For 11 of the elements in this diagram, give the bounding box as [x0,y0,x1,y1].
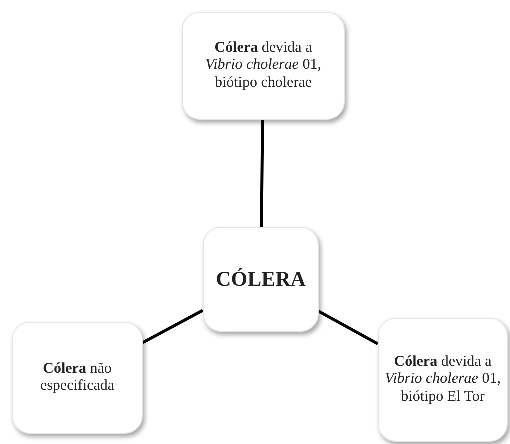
node-text: Cólera devida a Vibrio cholerae 01, biótipo cholerae [204,40,322,92]
rounded-box [12,322,143,434]
rounded-box [378,318,508,442]
rounded-box [182,12,345,120]
connector-line [260,120,264,228]
rounded-box [203,227,319,332]
node-text: Cólera devida a Vibrio cholerae 01, biótipo El Tor [384,354,502,406]
node-text: Cólera não especificada [39,360,116,396]
connector-line [318,310,379,346]
connector-line [142,309,204,344]
node-text: CÓLERA [216,267,306,292]
